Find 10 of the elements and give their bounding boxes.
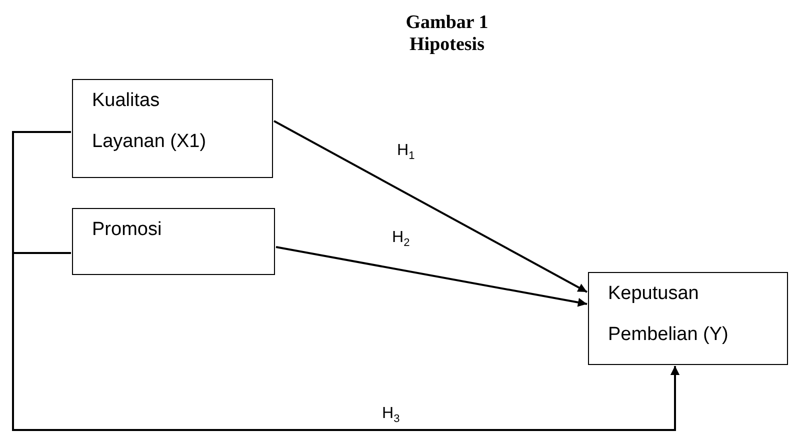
arrow [274,120,588,293]
variable-box [588,272,788,365]
variable-box [72,79,273,178]
arrow [276,246,588,307]
arrow [12,252,680,431]
diagram-title: Gambar 1 Hipotesis [404,12,490,56]
variable-name: Promosi [92,218,163,242]
variable-name: Keputusan Pembelian (Y) [608,282,730,347]
variable-name: Kualitas Layanan (X1) [92,89,208,154]
variable-box [72,208,275,275]
